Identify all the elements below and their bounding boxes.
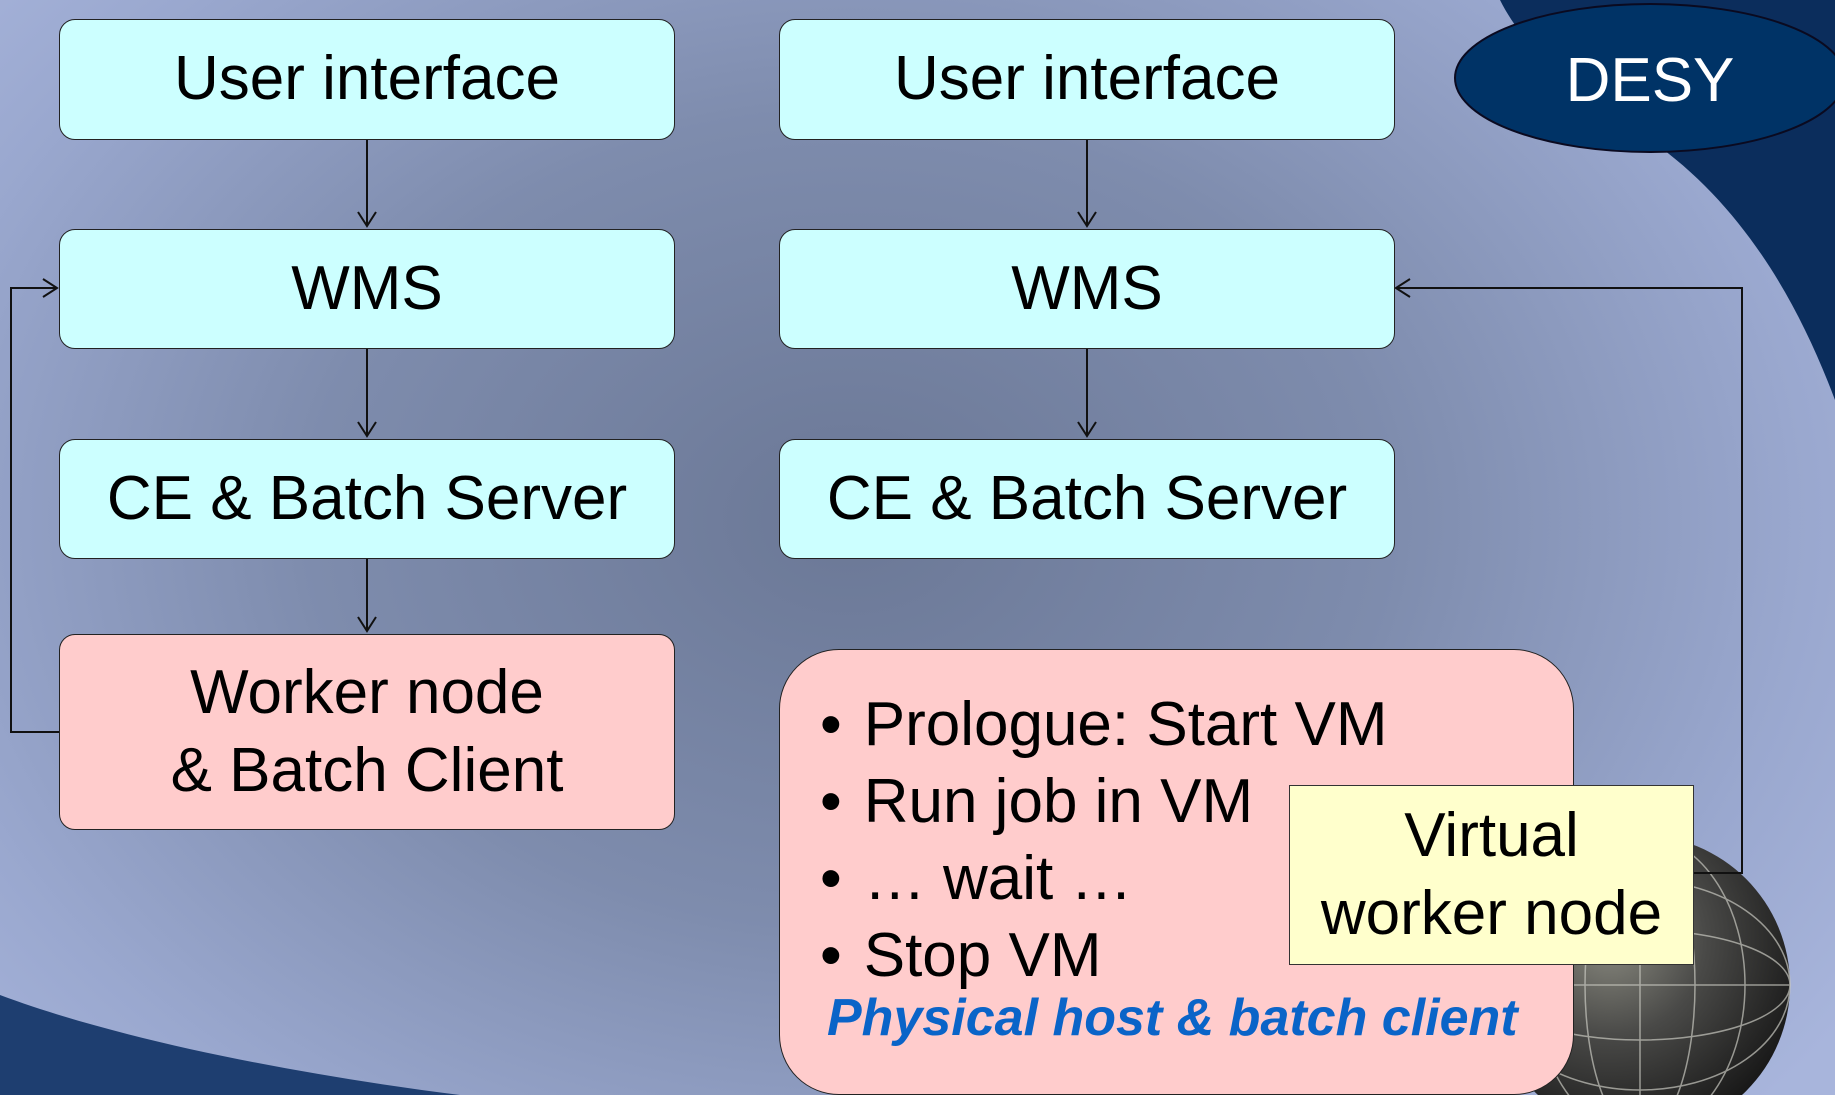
right-wms-label: WMS: [1011, 253, 1163, 323]
vm-steps-list: Prologue: Start VM Run job in VM … wait …: [820, 686, 1388, 994]
vm-step: Stop VM: [820, 917, 1388, 994]
right-ce-batch-server-box: CE & Batch Server: [779, 439, 1395, 559]
right-wms-box: WMS: [779, 229, 1395, 349]
desy-logo-ellipse: [1454, 3, 1835, 153]
right-ce-batch-server-label: CE & Batch Server: [826, 463, 1348, 533]
vm-step: Prologue: Start VM: [820, 686, 1388, 763]
arrow-worker-to-wms: [10, 287, 59, 733]
virtual-worker-node-box: Virtual worker node: [1289, 785, 1694, 965]
right-user-interface-box: User interface: [779, 19, 1395, 140]
worker-node-box: Worker node & Batch Client: [59, 634, 675, 830]
vm-step: … wait …: [820, 840, 1388, 917]
vm-step: Run job in VM: [820, 763, 1388, 840]
left-wms-box: WMS: [59, 229, 675, 349]
desy-logo: DESY: [1565, 45, 1735, 115]
left-user-interface-box: User interface: [59, 19, 675, 140]
navy-swoosh-bottom: [0, 995, 460, 1095]
worker-node-label: Worker node & Batch Client: [170, 658, 564, 805]
left-ce-batch-server-box: CE & Batch Server: [59, 439, 675, 559]
right-user-interface-label: User interface: [894, 44, 1280, 114]
left-wms-label: WMS: [291, 253, 443, 323]
left-ce-batch-server-label: CE & Batch Server: [106, 463, 628, 533]
left-user-interface-label: User interface: [174, 44, 560, 114]
arrow-vm-to-wms: [1396, 287, 1743, 874]
physical-host-caption: Physical host & batch client: [827, 989, 1518, 1047]
